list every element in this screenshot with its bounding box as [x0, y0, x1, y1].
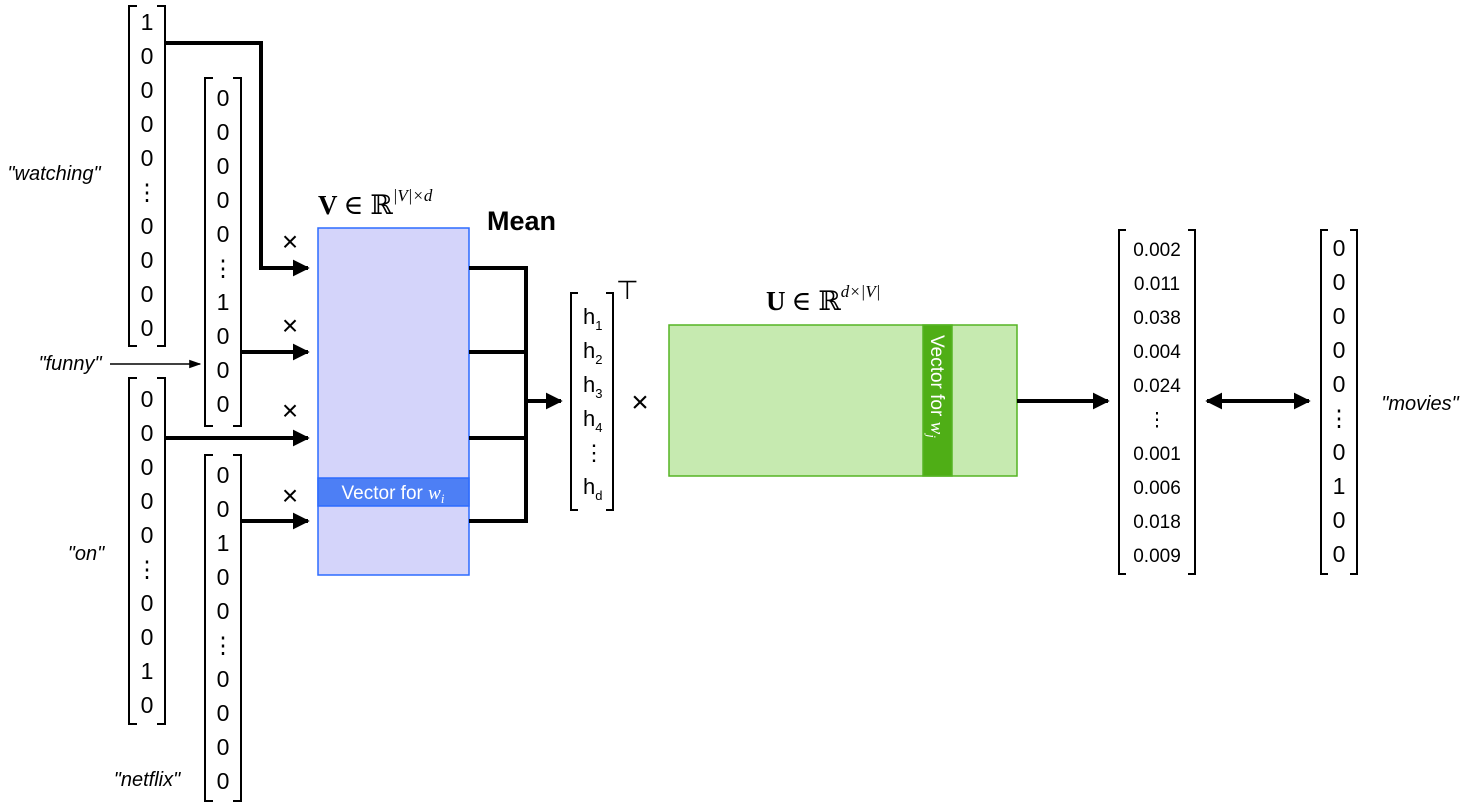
on-vector-entry: 0: [141, 488, 154, 514]
funny-vector-entry: 0: [217, 187, 230, 213]
word-label-watching: "watching": [7, 163, 101, 185]
times-sign-h-u: ×: [631, 386, 649, 419]
target-vector-entry: 0: [1333, 235, 1346, 261]
target-vector-entry: 0: [1333, 507, 1346, 533]
on-vector-entry: ⋮: [136, 556, 159, 582]
on-vector-entry: 0: [141, 386, 154, 412]
output-vector-entry: 0.004: [1133, 342, 1181, 363]
watching-vector-entry: 0: [141, 43, 154, 69]
netflix-vector-entry: 1: [217, 530, 230, 556]
target-vector-entry: 0: [1333, 269, 1346, 295]
on-vector-entry: 0: [141, 590, 154, 616]
funny-vector-entry: 0: [217, 357, 230, 383]
on-vector-entry: 0: [141, 454, 154, 480]
watching-vector-entry: 0: [141, 315, 154, 341]
v-band-label: Vector for wi: [342, 483, 445, 506]
netflix-vector-entry: ⋮: [212, 632, 235, 658]
funny-vector-entry: 0: [217, 85, 230, 111]
target-vector-entry: 0: [1333, 303, 1346, 329]
netflix-vector-entry: 0: [217, 496, 230, 522]
netflix-vector-entry: 0: [217, 666, 230, 692]
on-vector-entry: 0: [141, 420, 154, 446]
output-probability-vector: 0.002 0.011 0.038 0.004 0.024 ⋮ 0.001 0.006 0.01…: [1118, 229, 1196, 575]
funny-vector-entry: 0: [217, 323, 230, 349]
target-vector-entry: 0: [1333, 337, 1346, 363]
transpose-symbol: ⊤: [616, 275, 639, 305]
hidden-vector-entry: h2: [583, 338, 602, 367]
funny-vector-entry: ⋮: [212, 255, 235, 281]
u-band-label: Vector for wj: [924, 335, 947, 438]
output-vector-entry: 0.018: [1133, 512, 1181, 533]
target-onehot-vector: 0 0 0 0 0 ⋮ 0 1 0 0: [1320, 229, 1358, 575]
watching-vector-entry: 0: [141, 77, 154, 103]
hidden-vector-entry: hd: [583, 474, 602, 503]
u-matrix: Vector for wj: [668, 324, 1018, 477]
times-sign-netflix: ×: [282, 480, 298, 511]
watching-vector-entry: 0: [141, 247, 154, 273]
netflix-vector-entry: 0: [217, 768, 230, 794]
output-vector-entry: 0.038: [1133, 308, 1181, 329]
target-vector-entry: 0: [1333, 439, 1346, 465]
watching-vector-entry: 0: [141, 111, 154, 137]
mean-bracket-outer: [469, 266, 528, 523]
watching-vector-entry: 1: [141, 9, 154, 35]
netflix-vector-entry: 0: [217, 564, 230, 590]
wire-watching-to-v: [165, 41, 310, 277]
watching-vector-entry: 0: [141, 213, 154, 239]
netflix-vector-entry: 0: [217, 462, 230, 488]
target-vector-entry: 1: [1333, 473, 1346, 499]
output-vector-entry: 0.001: [1133, 444, 1181, 465]
output-vector-entry: 0.002: [1133, 240, 1181, 261]
funny-vector-entry: 0: [217, 119, 230, 145]
v-row-vector-band: [317, 477, 470, 507]
output-vector-entry: 0.009: [1133, 546, 1181, 567]
funny-vector-entry: 0: [217, 391, 230, 417]
on-vector-entry: 0: [141, 624, 154, 650]
hidden-vector-entry: ⋮: [583, 440, 605, 465]
watching-vector-entry: ⋮: [136, 179, 159, 205]
v-matrix-label: V∈ ℝ|V|×d: [318, 186, 433, 220]
target-vector-entry: 0: [1333, 371, 1346, 397]
funny-vector-entry: 0: [217, 221, 230, 247]
netflix-vector-entry: 0: [217, 700, 230, 726]
funny-vector-entry: 1: [217, 289, 230, 315]
word-label-netflix: "netflix": [114, 769, 181, 791]
word-label-movies: "movies": [1381, 393, 1459, 415]
v-matrix: Vector for wi: [317, 227, 470, 576]
on-vector-entry: 1: [141, 658, 154, 684]
times-sign-watching: ×: [282, 226, 298, 257]
mean-label: Mean: [487, 206, 556, 236]
hidden-vector-h: h1 h2 h3 h4 ⋮ hd: [570, 292, 614, 511]
u-column-vector-band: [922, 324, 953, 477]
output-vector-entry: 0.024: [1133, 376, 1181, 397]
times-sign-on: ×: [282, 395, 298, 426]
times-sign-funny: ×: [282, 310, 298, 341]
funny-vector-entry: 0: [217, 153, 230, 179]
onehot-vector-on: 0 0 0 0 0 ⋮ 0 0 1 0: [128, 377, 166, 725]
target-vector-entry: ⋮: [1328, 405, 1351, 431]
output-vector-entry: ⋮: [1148, 410, 1167, 431]
watching-vector-entry: 0: [141, 145, 154, 171]
hidden-vector-entry: h4: [583, 406, 602, 435]
word-label-on: "on": [68, 543, 105, 565]
word-label-funny: "funny": [38, 353, 102, 375]
target-vector-entry: 0: [1333, 541, 1346, 567]
on-vector-entry: 0: [141, 692, 154, 718]
onehot-vector-funny: 0 0 0 0 0 ⋮ 1 0 0 0: [204, 77, 242, 427]
onehot-vector-netflix: 0 0 1 0 0 ⋮ 0 0 0 0: [204, 454, 242, 802]
hidden-vector-entry: h3: [583, 372, 602, 401]
watching-vector-entry: 0: [141, 281, 154, 307]
netflix-vector-entry: 0: [217, 598, 230, 624]
hidden-vector-entry: h1: [583, 304, 602, 333]
on-vector-entry: 0: [141, 522, 154, 548]
u-matrix-label: U∈ ℝd×|V|: [766, 282, 880, 316]
onehot-vector-watching: 1 0 0 0 0 ⋮ 0 0 0 0: [128, 5, 166, 347]
netflix-vector-entry: 0: [217, 734, 230, 760]
output-vector-entry: 0.011: [1134, 274, 1180, 295]
output-vector-entry: 0.006: [1133, 478, 1181, 499]
